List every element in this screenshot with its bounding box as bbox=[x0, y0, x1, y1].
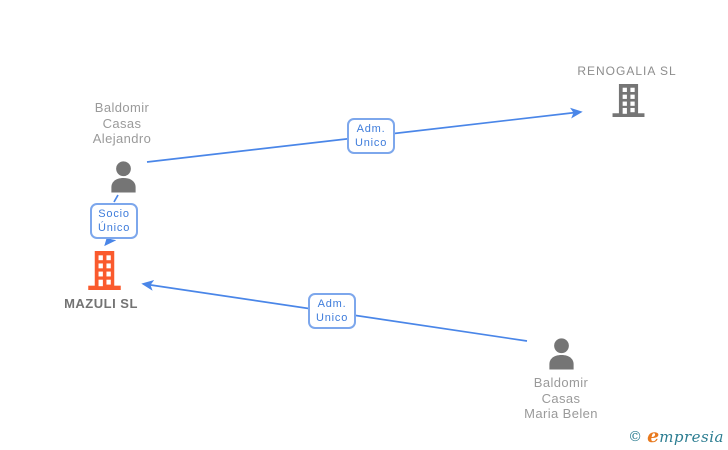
person-icon bbox=[111, 161, 136, 193]
brand-initial: e bbox=[647, 425, 660, 447]
node-label-alejandro: Baldomir Casas Alejandro bbox=[47, 100, 197, 147]
socio-unico-line2: Único bbox=[98, 222, 131, 234]
alejandro-name-line2: Casas bbox=[102, 115, 142, 131]
node-alejandro[interactable] bbox=[108, 160, 139, 193]
node-label-mazuli: MAZULI SL bbox=[64, 296, 138, 311]
brand-name: mpresia bbox=[659, 428, 724, 446]
node-label-renogalia: RENOGALIA SL bbox=[577, 64, 677, 78]
adm-unico-bottom-line1: Adm. bbox=[317, 298, 347, 310]
relationship-label-socio-unico: Socio Único bbox=[90, 203, 139, 239]
relationship-label-adm-unico-bottom: Adm. Unico bbox=[308, 293, 357, 329]
maria-belen-name-line1: Baldomir bbox=[533, 375, 589, 390]
adm-unico-top-line1: Adm. bbox=[356, 123, 386, 135]
alejandro-name-line1: Baldomir bbox=[94, 100, 150, 115]
relationship-label-adm-unico-top: Adm. Unico bbox=[347, 118, 396, 154]
maria-belen-name-line2: Casas bbox=[541, 390, 581, 406]
edge-alejandro-to-sociolabel bbox=[113, 194, 119, 203]
adm-unico-top-line2: Unico bbox=[355, 137, 388, 149]
socio-unico-line1: Socio bbox=[98, 208, 130, 220]
empresia-watermark: ©empresia bbox=[628, 425, 724, 447]
building-icon bbox=[612, 84, 645, 117]
copyright-icon: © bbox=[628, 429, 643, 445]
person-icon bbox=[549, 338, 574, 370]
node-label-maria-belen: Baldomir Casas Maria Belen bbox=[486, 375, 636, 422]
node-mazuli[interactable] bbox=[86, 251, 123, 290]
adm-unico-bottom-line2: Unico bbox=[316, 312, 349, 324]
maria-belen-name-line3: Maria Belen bbox=[524, 406, 598, 421]
alejandro-name-line3: Alejandro bbox=[92, 131, 152, 146]
node-maria-belen[interactable] bbox=[546, 337, 577, 370]
node-renogalia[interactable] bbox=[610, 84, 647, 117]
building-icon-highlighted bbox=[88, 251, 121, 290]
